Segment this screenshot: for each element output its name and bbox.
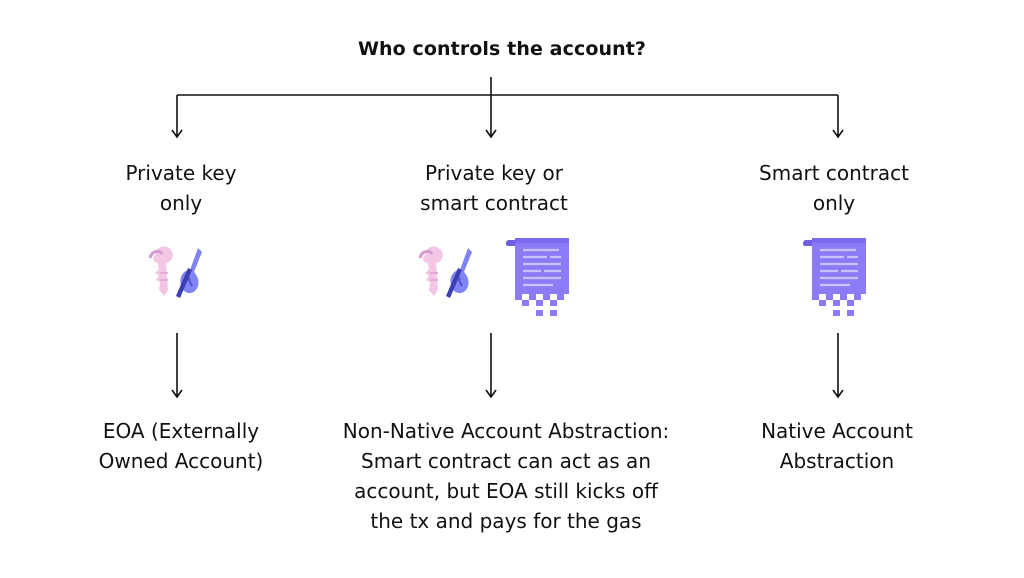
arrow-down-icon [171, 389, 183, 399]
result-label-non-native-account-abstraction: Non-Native Account Abstraction: Smart co… [343, 416, 669, 536]
result-label-native-account-abstraction: Native Account Abstraction [761, 416, 913, 476]
label-line: Owned Account) [98, 449, 264, 473]
label-line: Smart contract can act as an [361, 449, 651, 473]
arrow-down-icon [832, 129, 844, 139]
key-icon [148, 246, 202, 298]
label-line: EOA (Externally [102, 419, 260, 443]
label-line: Private key or [425, 161, 563, 185]
label-line: Smart contract [759, 161, 909, 185]
label-line: only [812, 191, 856, 215]
key-icon [418, 246, 472, 298]
label-line: account, but EOA still kicks off [354, 479, 658, 503]
arrow-down-icon [171, 129, 183, 139]
label-line: Private key [125, 161, 237, 185]
arrow-down-icon [485, 129, 497, 139]
label-line: Non-Native Account Abstraction: [342, 419, 670, 443]
control-label-private-key-or-smart-contract: Private key or smart contract [420, 158, 568, 218]
arrow-down-icon [485, 389, 497, 399]
arrow-down-icon [832, 389, 844, 399]
smart-contract-scroll-icon [505, 238, 569, 316]
label-line: Native Account [761, 419, 913, 443]
label-line: Abstraction [779, 449, 895, 473]
diagram-title: Who controls the account? [357, 38, 647, 60]
label-line: only [159, 191, 203, 215]
smart-contract-scroll-icon [802, 238, 866, 316]
label-line: smart contract [420, 191, 568, 215]
result-label-eoa: EOA (Externally Owned Account) [99, 416, 264, 476]
control-label-private-key-only: Private key only [125, 158, 236, 218]
label-line: the tx and pays for the gas [370, 509, 642, 533]
control-label-smart-contract-only: Smart contract only [759, 158, 909, 218]
